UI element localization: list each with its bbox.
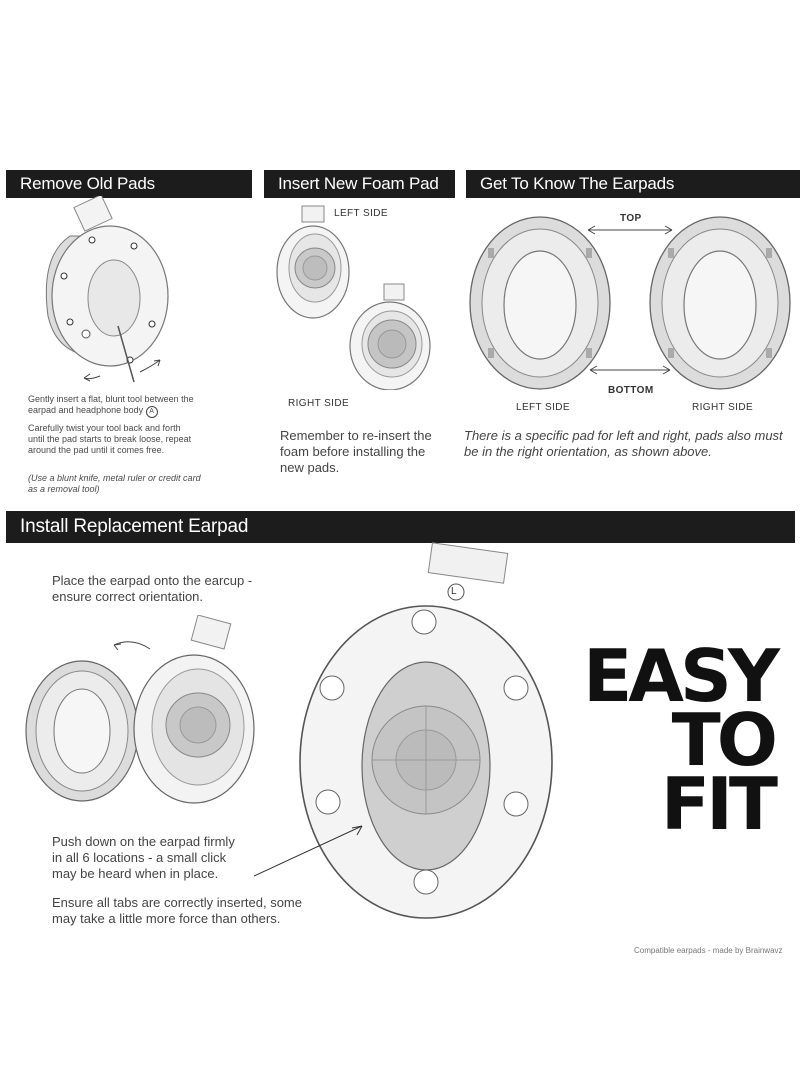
remove-pad-illustration xyxy=(45,196,169,383)
earpads-orientation-illustration xyxy=(469,216,791,390)
know-caption: There is a specific pad for left and rig… xyxy=(464,428,783,459)
footer-credit: Compatible earpads - made by Brainwavz xyxy=(634,946,783,955)
section-header-insert: Insert New Foam Pad xyxy=(264,170,455,198)
marker-a-icon: A xyxy=(145,406,158,418)
pointer-arrow-icon xyxy=(253,825,363,877)
know-left-side-label: LEFT SIDE xyxy=(516,402,570,413)
remove-note-text: (Use a blunt knife, metal ruler or credi… xyxy=(28,473,201,494)
install-tabs-text: Ensure all tabs are correctly inserted, … xyxy=(52,895,302,926)
insert-foam-illustration xyxy=(276,205,431,390)
badge-easy: EASY xyxy=(583,634,780,718)
know-right-side-label: RIGHT SIDE xyxy=(692,402,754,413)
know-bottom-label: BOTTOM xyxy=(608,385,654,396)
insert-right-side-label: RIGHT SIDE xyxy=(288,398,350,409)
section-header-remove: Remove Old Pads xyxy=(6,170,252,198)
install-main-illustration xyxy=(299,542,553,919)
install-place-text: Place the earpad onto the earcup - ensur… xyxy=(52,573,253,604)
install-push-text: Push down on the earpad firmly in all 6 … xyxy=(52,834,235,881)
know-top-label: TOP xyxy=(620,213,642,224)
remove-step1-text: Gently insert a flat, blunt tool between… xyxy=(28,394,198,418)
insert-caption: Remember to re-insert the foam before in… xyxy=(280,428,432,475)
side-marker-l-icon: L xyxy=(451,586,457,597)
insert-left-side-label: LEFT SIDE xyxy=(334,208,388,219)
remove-step2-text: Carefully twist your tool back and forth… xyxy=(28,423,192,455)
section-header-know: Get To Know The Earpads xyxy=(466,170,800,198)
badge-fit: FIT xyxy=(660,762,778,846)
badge-to: TO xyxy=(671,698,778,782)
section-header-install: Install Replacement Earpad xyxy=(6,511,795,543)
install-side-illustration xyxy=(25,615,255,804)
